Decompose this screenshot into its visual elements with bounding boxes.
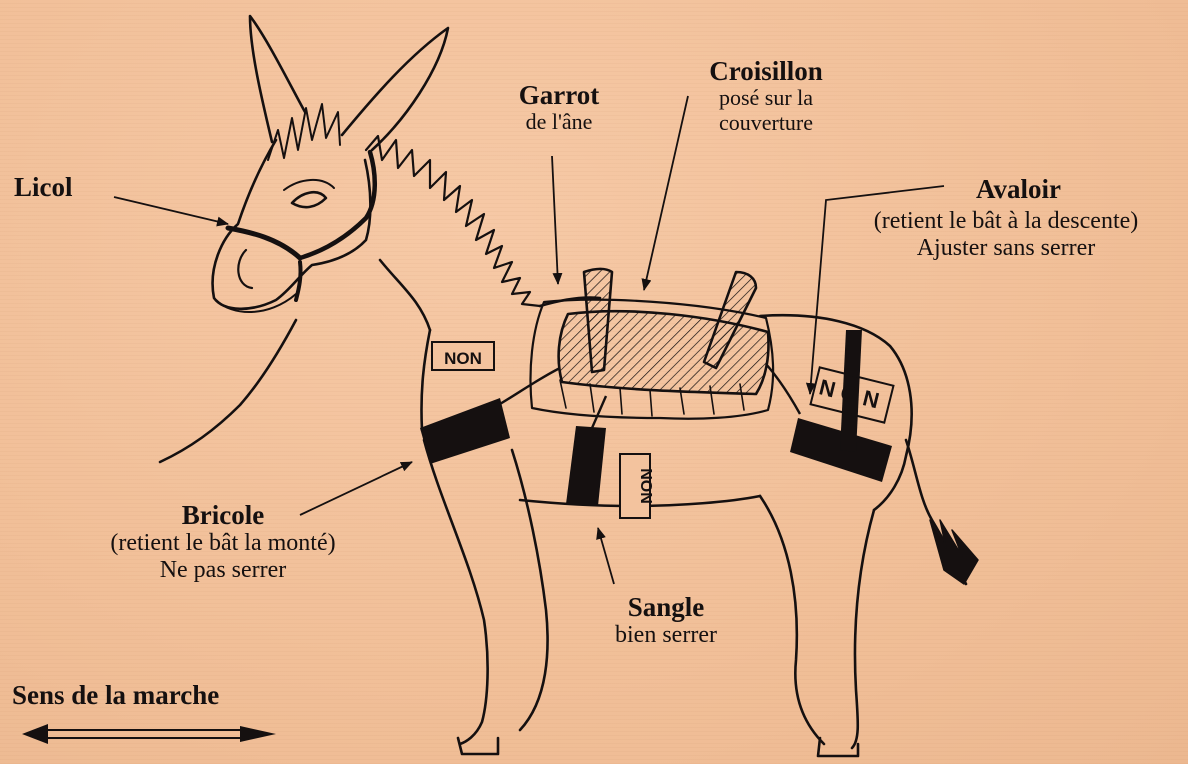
bricole-desc-2: Ne pas serrer — [78, 557, 368, 584]
sangle-strap — [566, 426, 606, 506]
sangle-desc: bien serrer — [576, 622, 756, 649]
croisillon-label: Croisillon posé sur la couverture — [676, 56, 856, 135]
front-leg-right — [512, 450, 548, 730]
chest-line — [421, 330, 430, 430]
halter-noseband — [228, 228, 300, 258]
sangle-title: Sangle — [576, 592, 756, 622]
direction-arrow — [22, 724, 276, 744]
rump-non-mark: NON — [811, 367, 894, 422]
muzzle — [216, 294, 296, 312]
bricole-strap — [420, 398, 510, 464]
croisillon-title: Croisillon — [676, 56, 856, 86]
avaloir-title: Avaloir — [976, 174, 1186, 204]
garrot-desc: de l'âne — [494, 110, 624, 135]
right-ear — [342, 28, 448, 150]
neck-back — [380, 260, 430, 330]
avaloir-desc-2: Ajuster sans serrer — [826, 235, 1186, 262]
belly-non-text: NON — [637, 468, 654, 504]
front-hoof — [458, 738, 498, 754]
garrot-arrow — [552, 156, 558, 284]
bricole-title: Bricole — [78, 500, 368, 530]
licol-arrow — [114, 197, 228, 224]
sangle-arrow — [598, 528, 614, 584]
sangle-label: Sangle bien serrer — [576, 592, 756, 649]
eye — [292, 192, 326, 207]
bricole-desc-1: (retient le bât la monté) — [78, 530, 368, 557]
direction-title: Sens de la marche — [12, 680, 219, 710]
chest-non-mark: NON — [432, 342, 494, 370]
bricole-label: Bricole (retient le bât la monté) Ne pas… — [78, 500, 368, 584]
hind-leg-left — [760, 496, 824, 744]
avaloir-desc-1: (retient le bât à la descente) — [826, 208, 1186, 235]
garrot-title: Garrot — [494, 80, 624, 110]
nostril — [238, 250, 252, 288]
brow — [284, 180, 334, 190]
left-ear — [250, 16, 305, 142]
chest-non-text: NON — [444, 349, 482, 368]
licol-label: Licol — [14, 172, 73, 202]
hind-leg-right — [852, 510, 874, 748]
direction-label: Sens de la marche — [12, 680, 219, 710]
head-outline — [213, 140, 371, 309]
belly-non-mark: NON — [620, 454, 654, 518]
garrot-label: Garrot de l'âne — [494, 80, 624, 135]
licol-title: Licol — [14, 172, 73, 202]
pack-saddle — [559, 269, 769, 394]
croisillon-desc-1: posé sur la — [676, 86, 856, 111]
neck-front — [160, 320, 296, 462]
rump-outline — [760, 315, 912, 510]
croisillon-desc-2: couverture — [676, 111, 856, 136]
mane — [366, 136, 540, 306]
avaloir-label: Avaloir (retient le bât à la descente) A… — [826, 174, 1186, 262]
front-leg-left — [424, 440, 488, 744]
